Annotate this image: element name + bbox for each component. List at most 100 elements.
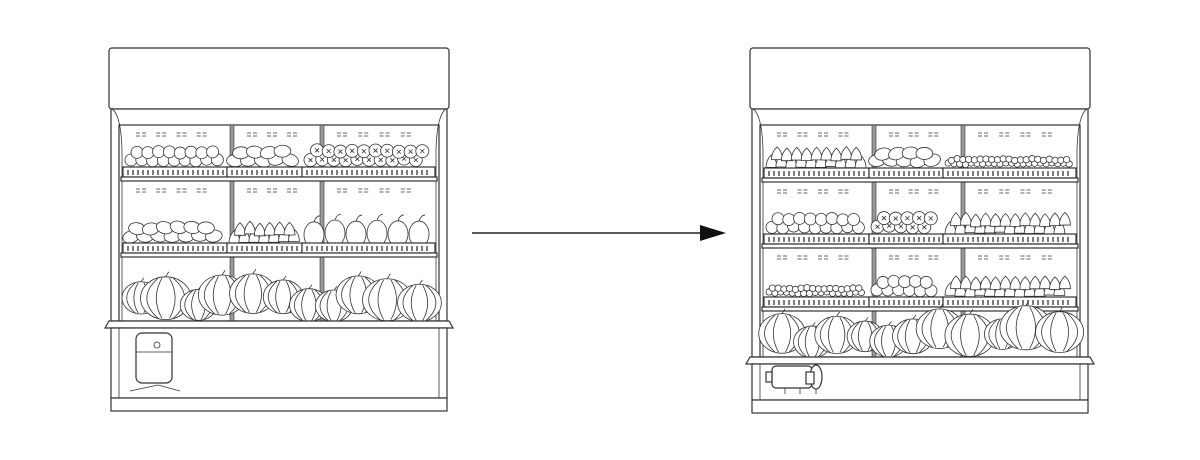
- vent: [400, 132, 411, 137]
- pumpkin-stem: [969, 308, 974, 315]
- pumpkin-rib: [293, 289, 304, 321]
- pumpkin-rib: [1005, 306, 1019, 349]
- compressor-feet: [129, 384, 181, 392]
- plinth: [110, 397, 448, 412]
- vent: [889, 255, 899, 260]
- pumpkin-stem: [221, 270, 226, 276]
- potato: [197, 221, 215, 235]
- pumpkin-rib: [950, 315, 963, 356]
- tomato-stem: [922, 224, 927, 230]
- compressor-feet: [784, 388, 817, 394]
- vent: [818, 189, 828, 194]
- produce-bin: [868, 167, 944, 179]
- pumpkin-stem: [357, 271, 362, 277]
- pumpkin-rib: [191, 290, 197, 320]
- pumpkin-rib: [349, 276, 356, 313]
- tomato-stem: [875, 224, 880, 229]
- compressor-endcap: [765, 371, 773, 383]
- grape: [786, 284, 794, 293]
- pumpkin-rib: [851, 321, 860, 352]
- side-curve-left: [111, 108, 123, 321]
- tomato-stem: [308, 157, 313, 163]
- pepper: [324, 219, 346, 247]
- grape: [953, 155, 961, 163]
- fruit: [825, 212, 839, 225]
- pumpkin-rib: [930, 309, 937, 348]
- pumpkin-stem: [282, 275, 287, 281]
- tomato-stem: [408, 149, 413, 154]
- vertical-compressor-icon: [129, 332, 181, 392]
- pumpkin-rib: [1015, 306, 1023, 349]
- tomato-stem: [893, 216, 898, 221]
- pumpkin-rib: [285, 280, 291, 313]
- potato: [273, 144, 292, 158]
- fruit: [152, 145, 166, 159]
- pumpkin-rib: [243, 274, 250, 313]
- pumpkin-rib: [804, 326, 810, 358]
- fruit: [141, 146, 155, 160]
- grape: [774, 284, 782, 292]
- vent: [1020, 132, 1031, 137]
- pepper-stem: [418, 214, 426, 222]
- fruit: [771, 212, 785, 226]
- fruit: [804, 212, 817, 226]
- fruit: [184, 145, 198, 159]
- pumpkin-stem: [912, 314, 917, 320]
- tomato-stem: [326, 148, 331, 154]
- tomato-stem: [916, 215, 922, 221]
- pumpkin-rib: [184, 290, 194, 320]
- grapes-group: [944, 155, 1073, 169]
- tomato-stem: [910, 225, 915, 230]
- base-ledge: [744, 356, 1096, 365]
- vent: [247, 188, 257, 193]
- fruit: [130, 145, 144, 159]
- pumpkin-rib: [1066, 312, 1079, 352]
- pumpkin-rib: [341, 276, 352, 313]
- pumpkin-rib: [319, 290, 329, 322]
- pumpkin-rib: [169, 277, 176, 319]
- compressor-body: [135, 332, 173, 384]
- tomato-stem: [928, 216, 934, 221]
- tomato-stem: [331, 157, 337, 163]
- vent: [797, 189, 808, 194]
- pumpkin-rib: [275, 280, 281, 313]
- tomato-stem: [396, 149, 402, 155]
- tomato-stem: [384, 148, 390, 154]
- pumpkin-rib: [146, 277, 159, 319]
- potato: [915, 147, 934, 160]
- tomato-stem: [314, 147, 320, 153]
- vent: [156, 132, 167, 137]
- pumpkin-rib: [897, 319, 908, 353]
- side-curve-left: [752, 108, 764, 357]
- base-ledge: [103, 320, 455, 329]
- pepper-stem: [334, 213, 342, 221]
- pumpkin-rib: [764, 314, 776, 353]
- onion: [850, 146, 863, 161]
- compressor-port: [153, 341, 161, 349]
- vent: [176, 132, 187, 137]
- pumpkin-stem: [836, 311, 840, 317]
- shelf: [120, 252, 438, 258]
- grape: [1022, 156, 1030, 164]
- onions-group: [228, 220, 300, 244]
- vent: [978, 189, 988, 194]
- pumpkin: [1035, 311, 1085, 353]
- vent: [889, 132, 899, 137]
- pumpkin-stem: [333, 286, 338, 291]
- fruit: [162, 145, 176, 159]
- tomato-stem: [881, 215, 887, 221]
- vent: [1020, 189, 1031, 194]
- pumpkin-rib: [410, 285, 417, 321]
- pumpkin: [397, 283, 442, 322]
- produce-bin: [226, 166, 303, 178]
- pumpkin-rib: [402, 285, 414, 321]
- vent: [379, 188, 390, 193]
- grape: [993, 156, 1002, 164]
- vent: [196, 132, 207, 137]
- vent: [838, 189, 849, 194]
- grape: [1063, 155, 1071, 164]
- fruit: [919, 275, 933, 289]
- tomato-stem: [319, 157, 325, 162]
- tomato-stem: [361, 148, 367, 154]
